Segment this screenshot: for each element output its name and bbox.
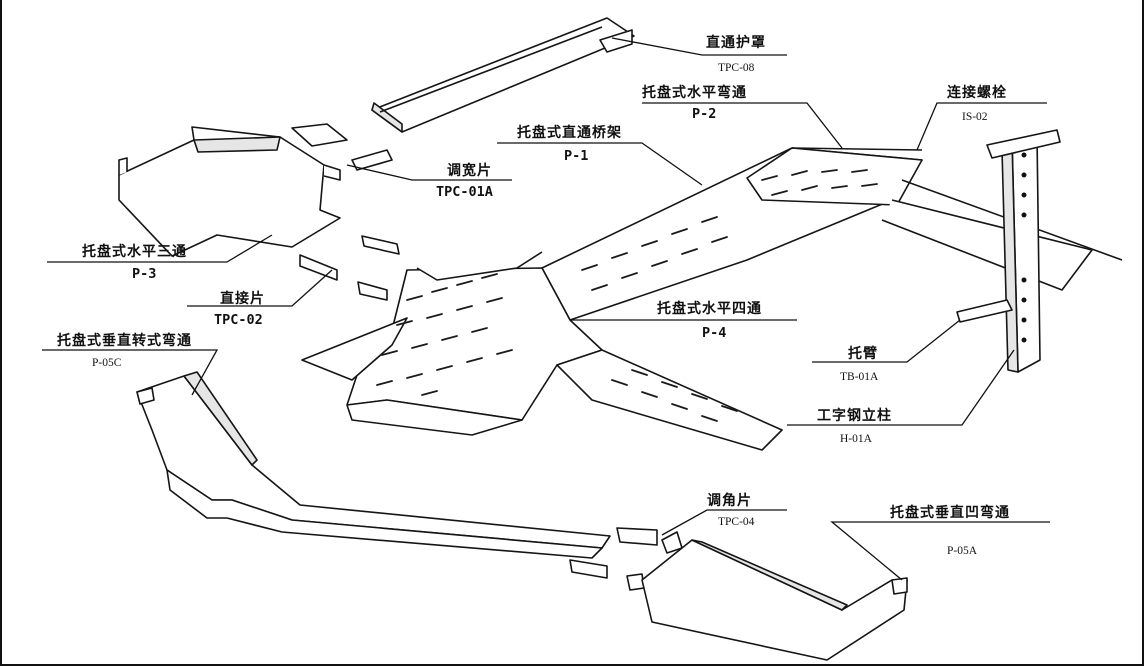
label-width-adjust-code: TPC-01A: [436, 184, 493, 200]
leader-lines: [42, 37, 1050, 581]
label-i-beam-column-code: H-01A: [840, 433, 872, 445]
label-angle-adjust-code: TPC-04: [718, 516, 755, 528]
straight-cover-part: [371, 17, 635, 133]
vertical-concave-bend-part: [641, 539, 908, 661]
angle-adjust-plates: [569, 527, 683, 591]
label-vertical-concave-bend-name: 托盘式垂直凹弯通: [890, 505, 1010, 521]
label-horizontal-tee-code: P-3: [132, 266, 157, 282]
label-i-beam-column-name: 工字钢立柱: [817, 408, 892, 424]
tray-perforations: [376, 169, 878, 422]
straight-connector-plates: [299, 235, 400, 301]
label-support-arm-name: 托臂: [848, 346, 878, 362]
label-straight-tray-name: 托盘式直通桥架: [517, 125, 622, 141]
label-vertical-turn-bend-name: 托盘式垂直转式弯通: [57, 333, 192, 349]
label-connecting-bolt-code: IS-02: [962, 111, 988, 123]
label-straight-tray-code: P-1: [564, 148, 589, 164]
label-vertical-turn-bend-code: P-05C: [92, 357, 122, 369]
vertical-turn-bend-part: [136, 371, 611, 559]
label-support-arm-code: TB-01A: [840, 371, 879, 383]
label-horizontal-cross-code: P-4: [702, 325, 727, 341]
label-horizontal-bend-name: 托盘式水平弯通: [642, 85, 747, 101]
horizontal-tee-part: [118, 126, 341, 257]
label-straight-connector-name: 直接片: [220, 291, 265, 307]
label-horizontal-tee-name: 托盘式水平三通: [82, 244, 187, 260]
label-connecting-bolt-name: 连接螺栓: [947, 85, 1007, 101]
label-width-adjust-name: 调宽片: [447, 163, 492, 179]
label-angle-adjust-name: 调角片: [707, 493, 752, 509]
label-horizontal-bend-code: P-2: [692, 106, 717, 122]
column-holes: [1021, 152, 1027, 343]
label-straight-cover-name: 直通护罩: [706, 35, 766, 51]
label-vertical-concave-bend-code: P-05A: [947, 545, 978, 557]
label-straight-connector-code: TPC-02: [214, 312, 263, 328]
width-adjust-plates: [291, 123, 393, 171]
label-horizontal-cross-name: 托盘式水平四通: [657, 301, 762, 317]
label-straight-cover-code: TPC-08: [718, 62, 755, 74]
horizontal-cross-part: [301, 147, 1123, 451]
i-beam-column-part: [956, 129, 1061, 373]
